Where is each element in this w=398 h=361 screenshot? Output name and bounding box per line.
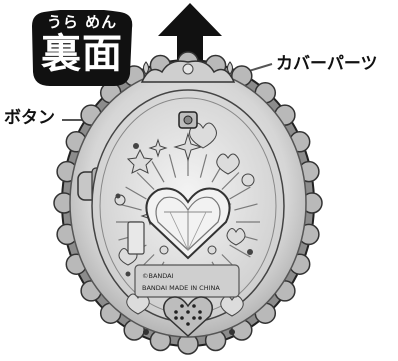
speaker-hole: [174, 310, 178, 314]
case-text-line1: ©BANDAI: [142, 272, 174, 280]
ray-line: [234, 203, 258, 211]
badge-title: 裏面: [41, 31, 123, 77]
ray-line: [221, 172, 240, 190]
speaker-grille: [163, 296, 213, 338]
heart-gem-icon: [145, 187, 231, 260]
label-plate: [134, 264, 240, 298]
speaker-hole: [198, 310, 202, 314]
ray-line: [229, 186, 251, 200]
speaker-hole: [192, 316, 196, 320]
side-slot: [127, 221, 145, 255]
badge-background: [32, 10, 133, 86]
ray-line: [136, 172, 155, 190]
speaker-hole: [198, 316, 202, 320]
screws: [115, 143, 253, 277]
up-arrow-icon: [158, 3, 222, 66]
top-button: [178, 111, 198, 129]
ray-line: [151, 161, 165, 183]
case-text-line2: BANDAI MADE IN CHINA: [142, 284, 220, 292]
speaker-hole: [186, 310, 190, 314]
bottom-screws: [143, 329, 235, 335]
cover-parts-label: カバーパーツ: [276, 54, 378, 74]
speaker-hole: [180, 316, 184, 320]
ray-line: [168, 154, 177, 178]
back-side-badge: うら めん 裏面: [30, 10, 134, 88]
button-label: ボタン: [4, 108, 55, 128]
speaker-hole: [186, 322, 190, 326]
speaker-hole: [192, 304, 196, 308]
speaker-hole: [174, 316, 178, 320]
badge-ruby-text: うら めん: [46, 13, 118, 31]
ray-line: [125, 186, 147, 200]
ray-line: [229, 244, 251, 258]
speaker-hole: [180, 304, 184, 308]
ray-line: [199, 154, 208, 178]
